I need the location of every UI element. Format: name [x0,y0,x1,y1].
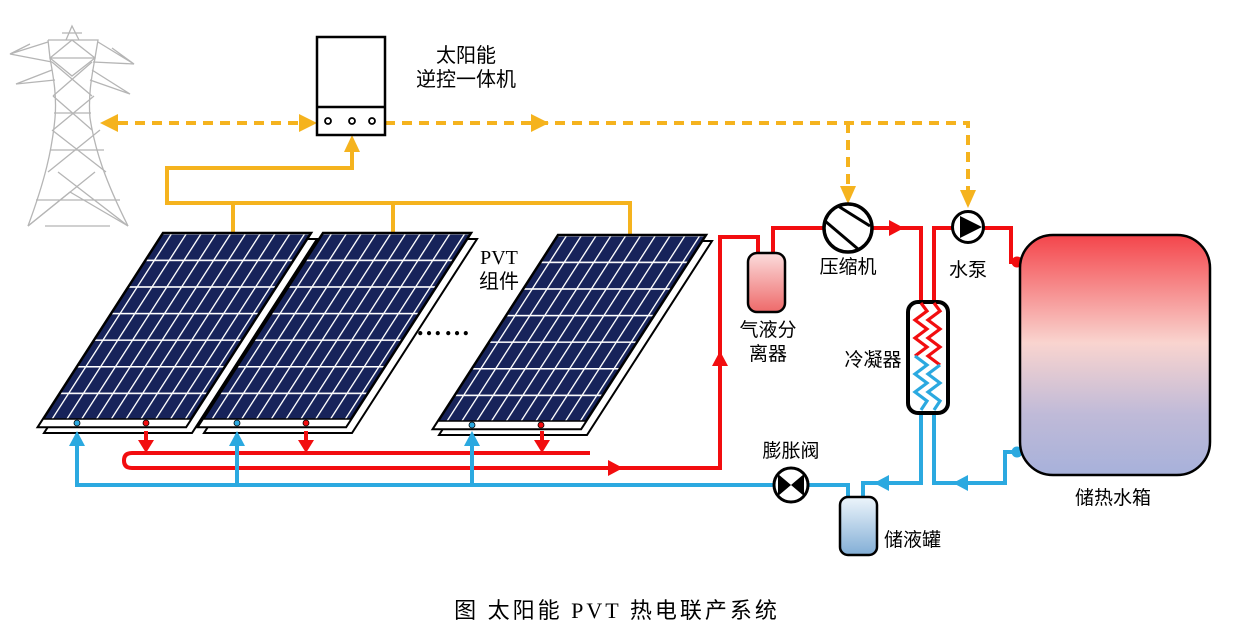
inverter-label-line2: 逆控一体机 [416,69,516,91]
liquid-tank-label: 储液罐 [884,530,942,551]
condenser-coil-icon [906,300,950,415]
cold-refrigerant-piping [69,412,1023,498]
expansion-valve-label: 膨胀阀 [762,441,820,462]
inverter-label-line1: 太阳能 [436,45,496,67]
figure-caption: 图 太阳能 PVT 热电联产系统 [454,598,780,623]
compressor-circle-icon [822,202,874,254]
condenser-label: 冷凝器 [844,350,902,371]
pvt-module-label-line1: PVT [480,247,518,269]
compressor-label: 压缩机 [819,257,877,278]
grid-connection-dashed-line [100,114,317,132]
separator-label: 气液分 离器 [728,319,808,367]
gas-liquid-separator-icon [746,251,787,314]
pump-circle-icon [951,210,985,244]
transmission-tower-icon [9,24,135,227]
panel-array-ellipsis: …… [416,312,472,341]
pvt-module-label: PVT 组件 [461,246,537,294]
pump-label: 水泵 [948,260,987,281]
separator-label-line2: 离器 [748,344,787,365]
inverter-box-icon [315,35,387,137]
valve-bowtie-icon [772,466,810,504]
hot-refrigerant-piping [121,220,1023,476]
pv-dc-wiring [165,135,632,235]
ac-power-dashed-line [385,114,976,208]
hot-water-tank-icon [1018,233,1212,477]
hot-water-tank-label: 储热水箱 [1074,488,1151,509]
liquid-tank-icon [838,495,879,557]
inverter-label: 太阳能 逆控一体机 [406,44,526,92]
pvt-module-label-line2: 组件 [479,271,519,293]
separator-label-line1: 气液分 [739,320,797,341]
